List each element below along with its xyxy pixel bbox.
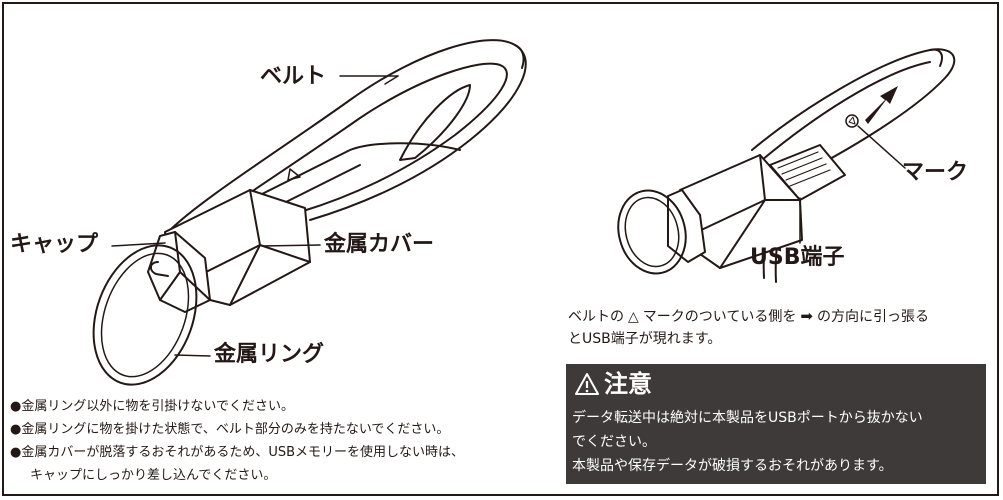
note-1-text: 金属リング以外に物を引掛けないでください。 [21,399,294,414]
right-leader-lines [799,125,906,244]
left-product-drawing [92,39,527,386]
warning-line-2: でください。 [572,434,656,450]
label-mark: マーク [902,160,969,185]
label-metal-ring: 金属リング [214,342,325,367]
bullet-icon: ● [10,399,22,414]
note-3-text: 金属カバーが脱落するおそれがあるため、USBメモリーを使用しない時は、 [21,445,465,460]
label-usb-terminal: USB端子 [750,245,845,270]
note-3: ●金属カバーが脱落するおそれがあるため、USBメモリーを使用しない時は、 [10,444,464,462]
label-belt: ベルト [260,64,327,89]
bullet-icon: ● [10,445,22,460]
instruction-part2: マークのついている側を [642,309,797,325]
warning-box: 注意 データ転送中は絶対に本製品をUSBポートから抜かない でください。 本製品… [566,364,986,484]
note-2: ●金属リングに物を掛けた状態で、ベルト部分のみを持たないでください。 [10,421,449,439]
left-leader-lines [111,75,399,357]
note-4: キャップにしっかり差し込んでください。 [30,467,276,485]
warning-line-1: データ転送中は絶対に本製品をUSBポートから抜かない [572,410,923,426]
bullet-icon: ● [10,422,22,437]
right-arrow-icon: ➡ [800,307,813,325]
warning-title: 注意 [604,370,652,398]
label-cap: キャップ [10,232,99,257]
warning-header: 注意 [574,368,652,400]
instruction-part3: の方向に引っ張る [816,309,929,325]
instruction-text: ベルトの△マークのついている側を➡の方向に引っ張る とUSB端子が現れます。 [568,305,988,350]
instruction-part1: ベルトの [568,309,624,325]
label-metal-cover: 金属カバー [324,232,435,257]
instruction-line2: とUSB端子が現れます。 [568,331,722,347]
warning-line-3: 本製品や保存データが破損するおそれがあります。 [572,458,893,474]
triangle-mark-icon: △ [628,309,639,325]
note-2-text: 金属リングに物を掛けた状態で、ベルト部分のみを持たないでください。 [21,422,450,437]
note-1: ●金属リング以外に物を引掛けないでください。 [10,398,294,416]
note-4-text: キャップにしっかり差し込んでください。 [30,468,277,483]
warning-triangle-icon [575,373,599,395]
right-product-drawing [617,48,956,283]
